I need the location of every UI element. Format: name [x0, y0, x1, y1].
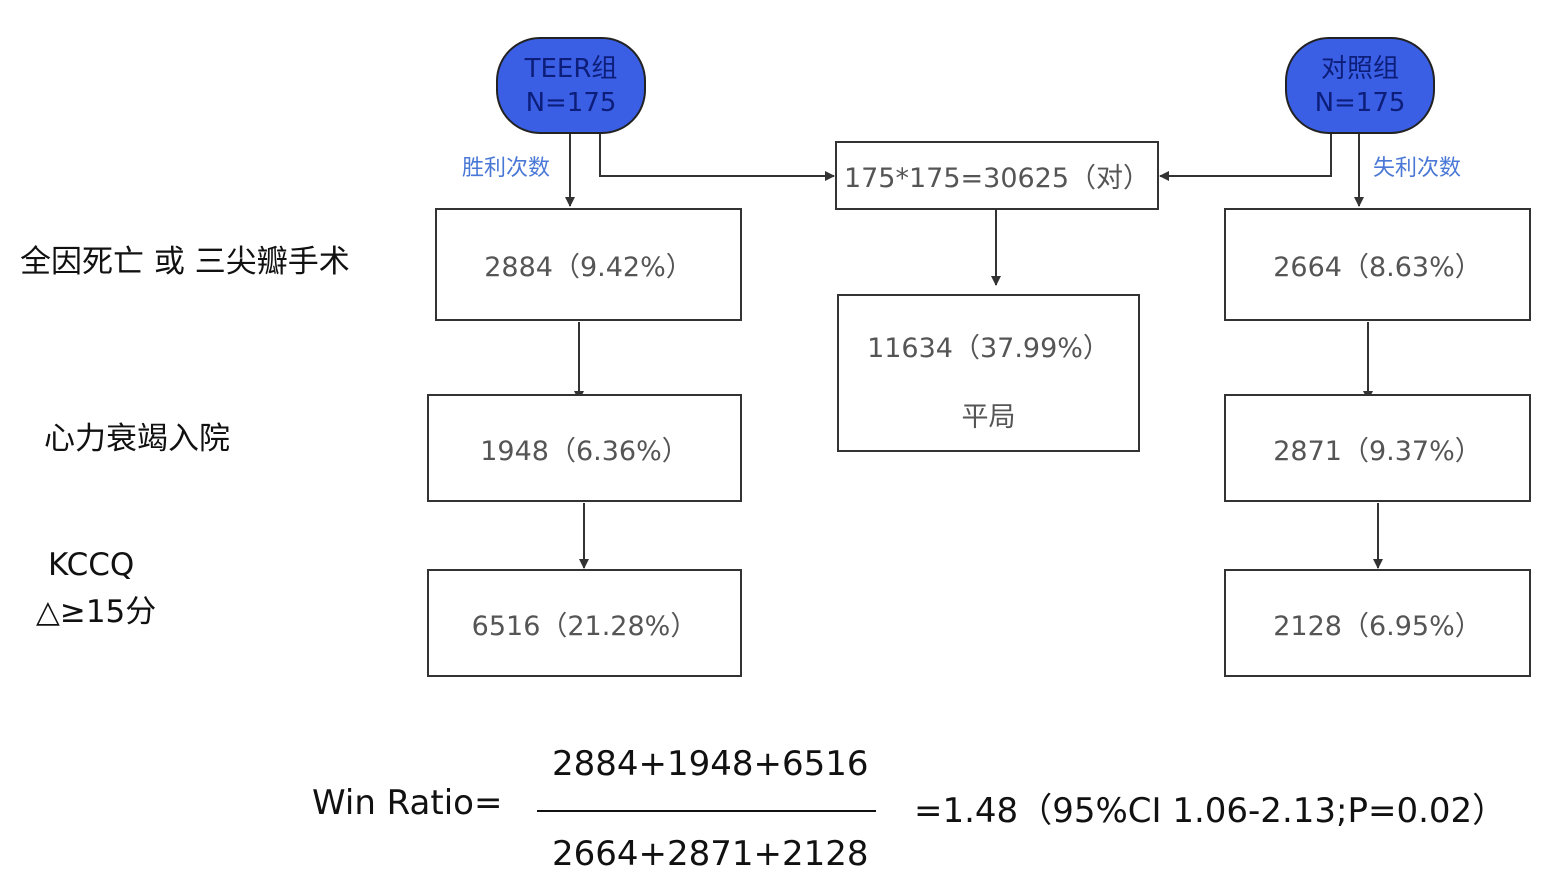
control-row2-box: 2871（9.37%）: [1224, 394, 1531, 502]
arrow-teer-to-pairs: [599, 134, 835, 181]
teer-row3-box: 6516（21.28%）: [427, 569, 742, 677]
wins-label: 胜利次数: [462, 156, 551, 181]
row3-label-line2: △≥15分: [36, 594, 157, 630]
arrow-control-to-pairs: [1159, 134, 1332, 181]
control-row3-box: 2128（6.95%）: [1224, 569, 1531, 677]
losses-label: 失利次数: [1373, 156, 1462, 181]
teer-group-node: TEER组 N=175: [496, 37, 646, 134]
pairs-box: 175*175=30625（对）: [835, 141, 1159, 210]
formula-numerator: 2884+1948+6516: [552, 744, 869, 784]
tie-label: 平局: [961, 402, 1016, 433]
tie-box: 11634（37.99%） 平局: [837, 294, 1140, 452]
tie-value: 11634（37.99%）: [867, 333, 1110, 364]
teer-group-count: N=175: [525, 87, 617, 118]
formula-result: =1.48（95%CI 1.06-2.13;P=0.02）: [914, 791, 1507, 831]
teer-group-name: TEER组: [524, 53, 618, 84]
control-group-count: N=175: [1314, 87, 1406, 118]
teer-row2-box: 1948（6.36%）: [427, 394, 742, 502]
teer-row1-box: 2884（9.42%）: [435, 208, 742, 321]
control-row1-box: 2664（8.63%）: [1224, 208, 1531, 321]
row2-label: 心力衰竭入院: [44, 421, 230, 457]
row3-label-line1: KCCQ: [48, 547, 135, 583]
formula-denominator: 2664+2871+2128: [552, 834, 869, 874]
win-ratio-label: Win Ratio=: [312, 783, 503, 823]
control-group-name: 对照组: [1320, 53, 1399, 84]
control-group-node: 对照组 N=175: [1285, 37, 1435, 134]
row1-label: 全因死亡 或 三尖瓣手术: [20, 244, 350, 280]
